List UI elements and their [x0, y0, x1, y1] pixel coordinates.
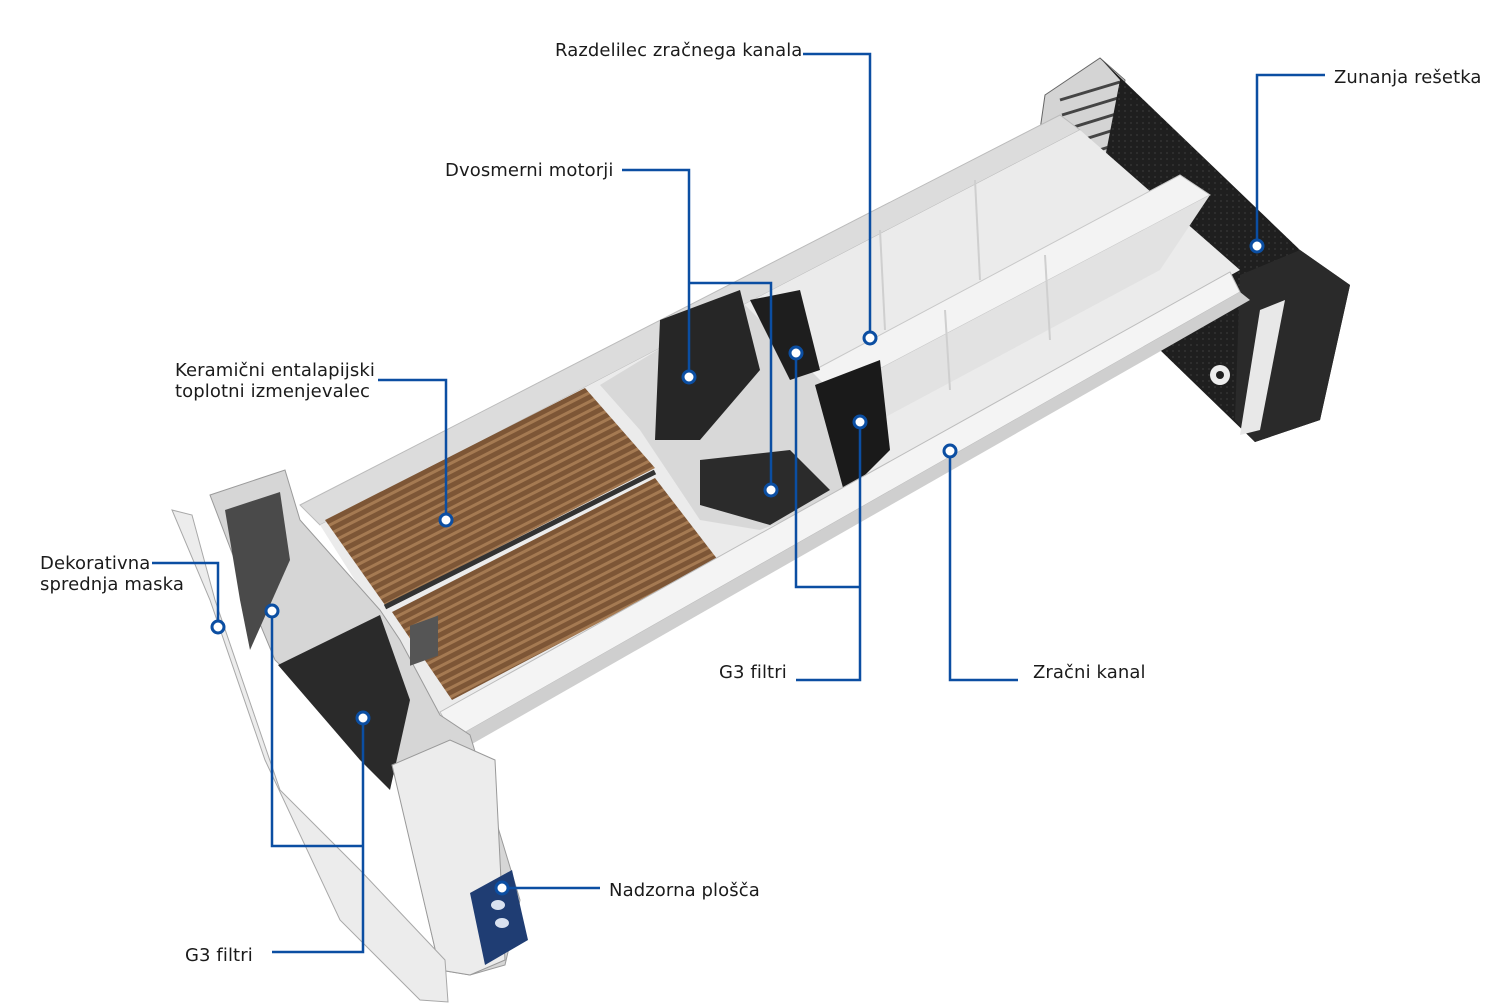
label-air-duct: Zračni kanal — [1033, 662, 1146, 683]
label-heat-exchanger-line2: toplotni izmenjevalec — [175, 381, 370, 402]
leader-heat-exchanger — [378, 378, 448, 520]
filter-dark-2 — [815, 360, 890, 495]
label-front-mask-line1: Dekorativna — [40, 553, 151, 574]
label-front-mask: Dekorativna sprednja maska — [40, 553, 184, 595]
label-g3-filters-bottom: G3 filtri — [185, 945, 253, 966]
callout-dots — [210, 238, 1265, 896]
leader-motors — [622, 168, 691, 377]
label-heat-exchanger-line1: Keramični entalapijski — [175, 360, 376, 381]
front-filter-box-lower — [278, 615, 410, 790]
label-air-duct-divider: Razdelilec zračnega kanala — [555, 40, 803, 61]
leader-g3-middle-branch — [794, 353, 860, 589]
front-mask-shape — [171, 509, 449, 1003]
leader-g3-bottom — [272, 718, 365, 954]
label-front-mask-line2: sprednja maska — [40, 574, 184, 595]
leader-motors-branch — [689, 281, 773, 490]
leader-lines — [152, 52, 1325, 954]
heat-exchanger-upper — [325, 388, 655, 605]
motor-upper — [655, 290, 760, 440]
filter-dark — [750, 290, 820, 380]
label-heat-exchanger: Keramični entalapijski toplotni izmenjev… — [175, 360, 375, 402]
heat-exchanger-lower — [392, 478, 718, 700]
leader-g3-middle — [796, 422, 862, 682]
leader-outer-grille — [1255, 73, 1325, 246]
label-bidirectional-motors: Dvosmerni motorji — [445, 160, 614, 181]
control-panel-shape — [470, 870, 528, 965]
label-outer-grille: Zunanja rešetka — [1334, 67, 1482, 88]
leader-front-mask — [152, 561, 220, 627]
leader-air-duct — [948, 451, 1018, 682]
leader-g3-bottom-branch — [270, 611, 363, 848]
leader-air-duct-divider — [803, 52, 872, 338]
label-control-panel: Nadzorna plošča — [609, 880, 760, 901]
front-filter-box-upper — [225, 492, 290, 650]
label-g3-filters-middle: G3 filtri — [719, 662, 787, 683]
